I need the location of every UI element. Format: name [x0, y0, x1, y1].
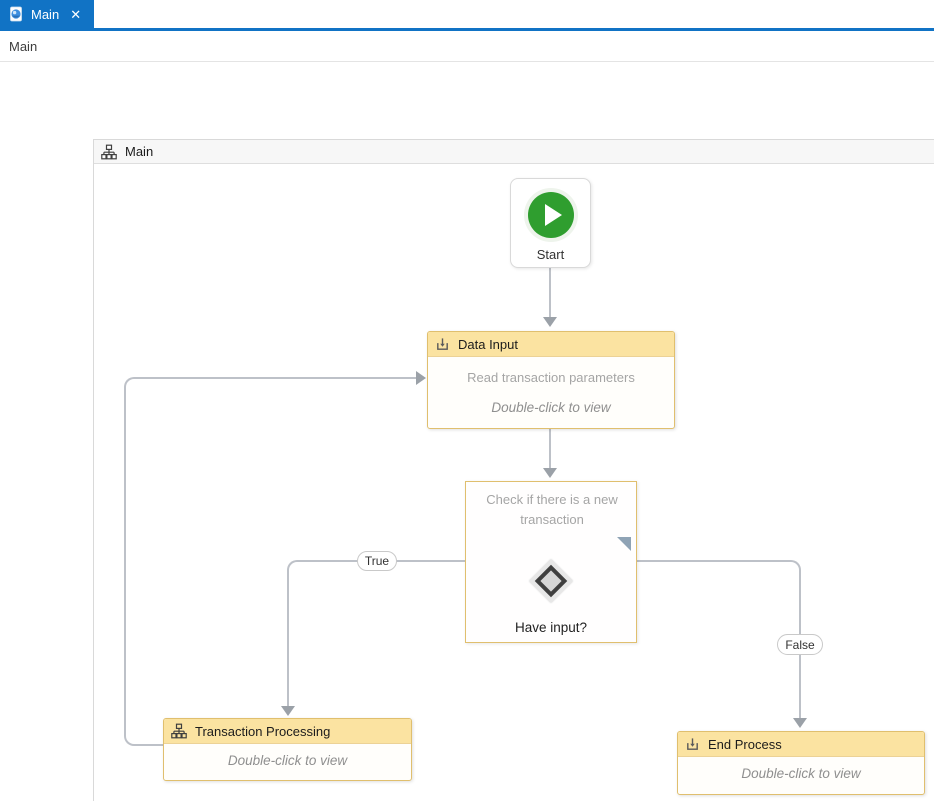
transaction-processing-hint: Double-click to view [227, 753, 348, 768]
data-input-node[interactable]: Data Input Read transaction parameters D… [427, 331, 675, 429]
start-node-label: Start [536, 247, 565, 262]
tab-main[interactable]: Main ✕ [0, 0, 94, 28]
data-input-annotation: Read transaction parameters [467, 370, 635, 385]
end-process-hint: Double-click to view [741, 766, 861, 781]
sequence-icon [685, 737, 700, 752]
data-input-title: Data Input [458, 336, 518, 352]
flowchart-icon [101, 144, 117, 160]
close-icon[interactable]: ✕ [70, 6, 82, 22]
end-process-node[interactable]: End Process Double-click to view [677, 731, 925, 795]
flowchart-title: Main [125, 144, 154, 159]
annotation-dock-icon[interactable] [617, 537, 631, 551]
false-branch-label[interactable]: False [777, 634, 823, 655]
arrowhead-into-transaction-processing [281, 706, 295, 716]
workflow-file-icon [8, 6, 24, 22]
false-label-text: False [785, 637, 815, 652]
start-node[interactable]: Start [510, 178, 591, 268]
sequence-icon [435, 337, 450, 352]
play-icon [527, 192, 574, 238]
transaction-processing-title: Transaction Processing [195, 723, 331, 739]
tab-label: Main [31, 6, 60, 22]
flowchart-icon [171, 723, 187, 739]
end-process-header[interactable]: End Process [678, 732, 924, 757]
breadcrumb: Main [0, 31, 934, 62]
decision-annotation: Check if there is a new transaction [486, 492, 618, 527]
transaction-processing-header[interactable]: Transaction Processing [164, 719, 411, 744]
connector-loop-back[interactable] [124, 377, 420, 736]
breadcrumb-item-main[interactable]: Main [9, 38, 38, 54]
true-branch-label[interactable]: True [357, 551, 397, 571]
connector-start-datainput[interactable] [549, 268, 551, 318]
arrowhead-into-datainput-left [416, 371, 426, 385]
transaction-processing-node[interactable]: Transaction Processing Double-click to v… [163, 718, 412, 781]
arrowhead-into-end-process [793, 718, 807, 728]
decision-question: Have input? [514, 620, 588, 635]
data-input-header[interactable]: Data Input [428, 332, 674, 357]
data-input-hint: Double-click to view [491, 400, 611, 415]
true-label-text: True [364, 554, 390, 568]
arrowhead-into-datainput-top [543, 317, 557, 327]
tab-strip: Main ✕ [0, 0, 934, 31]
connector-loop-back-bottom [124, 726, 163, 746]
flowchart-header[interactable]: Main [94, 140, 934, 164]
decision-diamond-icon [529, 559, 573, 603]
decision-node[interactable]: Check if there is a new transaction Have… [465, 481, 637, 643]
end-process-title: End Process [708, 736, 782, 752]
arrowhead-into-decision-top [543, 468, 557, 478]
connector-false-branch[interactable] [637, 560, 801, 718]
tab-strip-underline [0, 28, 934, 31]
connector-datainput-decision[interactable] [549, 429, 551, 469]
